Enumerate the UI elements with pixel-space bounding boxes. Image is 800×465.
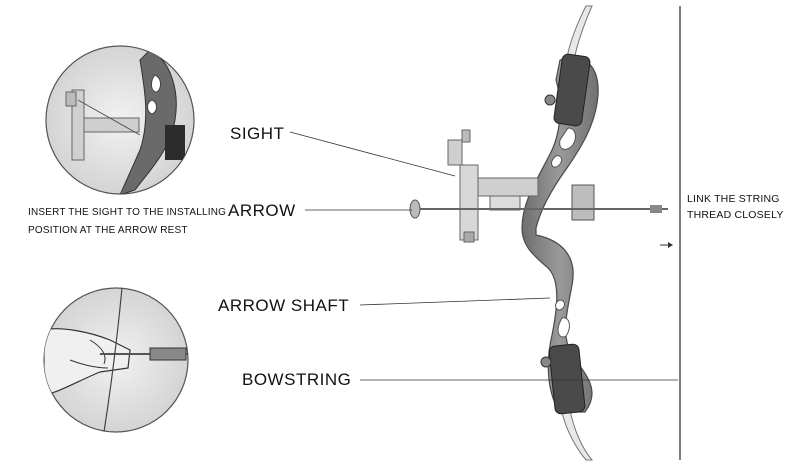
riser-cutout-mid [551, 155, 563, 168]
lower-limb [561, 409, 594, 461]
sight-leader-line [289, 131, 456, 177]
arrow-suction-tip [409, 199, 421, 219]
sight-install-inset [45, 45, 195, 195]
riser-cutout-low2 [555, 299, 565, 311]
lower-limb-pocket [548, 343, 586, 415]
riser-cutout-lower [557, 317, 570, 338]
link-string-instruction-line2: THREAD CLOSELY [687, 209, 784, 221]
arrow-shaft-label: ARROW SHAFT [218, 296, 350, 315]
link-string-instruction-line1: LINK THE STRING [687, 193, 780, 205]
upper-limb-pocket [553, 53, 591, 127]
arrow-label: ARROW [228, 201, 296, 220]
riser-cutout-upper [559, 127, 576, 150]
upper-limb-bolt [544, 94, 556, 106]
arrow-nock [650, 205, 662, 213]
sight-label: SIGHT [230, 124, 285, 143]
bowstring-label: BOWSTRING [242, 370, 352, 389]
string-marker-arrowhead [668, 242, 673, 248]
arrow-rest [571, 184, 595, 221]
lower-limb-bolt [540, 356, 552, 368]
upper-limb [565, 5, 593, 63]
arrow-shaft-leader-line [359, 297, 551, 306]
nocking-inset [43, 287, 189, 433]
insert-sight-instruction-line2: POSITION AT THE ARROW REST [28, 225, 188, 236]
insert-sight-instruction-line1: INSERT THE SIGHT TO THE INSTALLING [28, 207, 227, 218]
bow-riser [521, 56, 599, 413]
